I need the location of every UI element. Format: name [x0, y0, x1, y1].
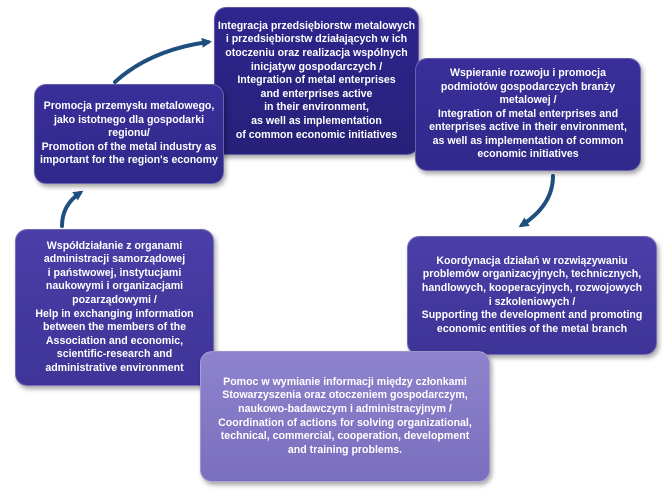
box-integration-text: Integracja przedsiębiorstw metalowych i … — [217, 19, 416, 141]
box-coordination: Koordynacja działań w rozwiązywaniu prob… — [407, 236, 657, 355]
box-information-exchange-text: Pomoc w wymianie informacji między człon… — [218, 375, 472, 456]
box-cooperation-text: Współdziałanie z organami administracji … — [35, 239, 194, 374]
arrow-bottom-left-to-left — [60, 190, 84, 228]
arrow-left-to-top — [113, 37, 212, 84]
arrow-right-to-bottom-right — [518, 174, 555, 228]
box-promotion-text: Promocja przemysłu metalowego, jako isto… — [40, 100, 218, 167]
box-support-development: Wspieranie rozwoju i promocja podmiotów … — [415, 58, 641, 171]
box-coordination-text: Koordynacja działań w rozwiązywaniu prob… — [421, 254, 643, 335]
box-information-exchange: Pomoc w wymianie informacji między człon… — [200, 351, 490, 482]
box-cooperation: Współdziałanie z organami administracji … — [15, 229, 214, 386]
box-promotion: Promocja przemysłu metalowego, jako isto… — [34, 84, 224, 184]
box-support-development-text: Wspieranie rozwoju i promocja podmiotów … — [429, 66, 627, 161]
box-integration: Integracja przedsiębiorstw metalowych i … — [214, 7, 419, 155]
